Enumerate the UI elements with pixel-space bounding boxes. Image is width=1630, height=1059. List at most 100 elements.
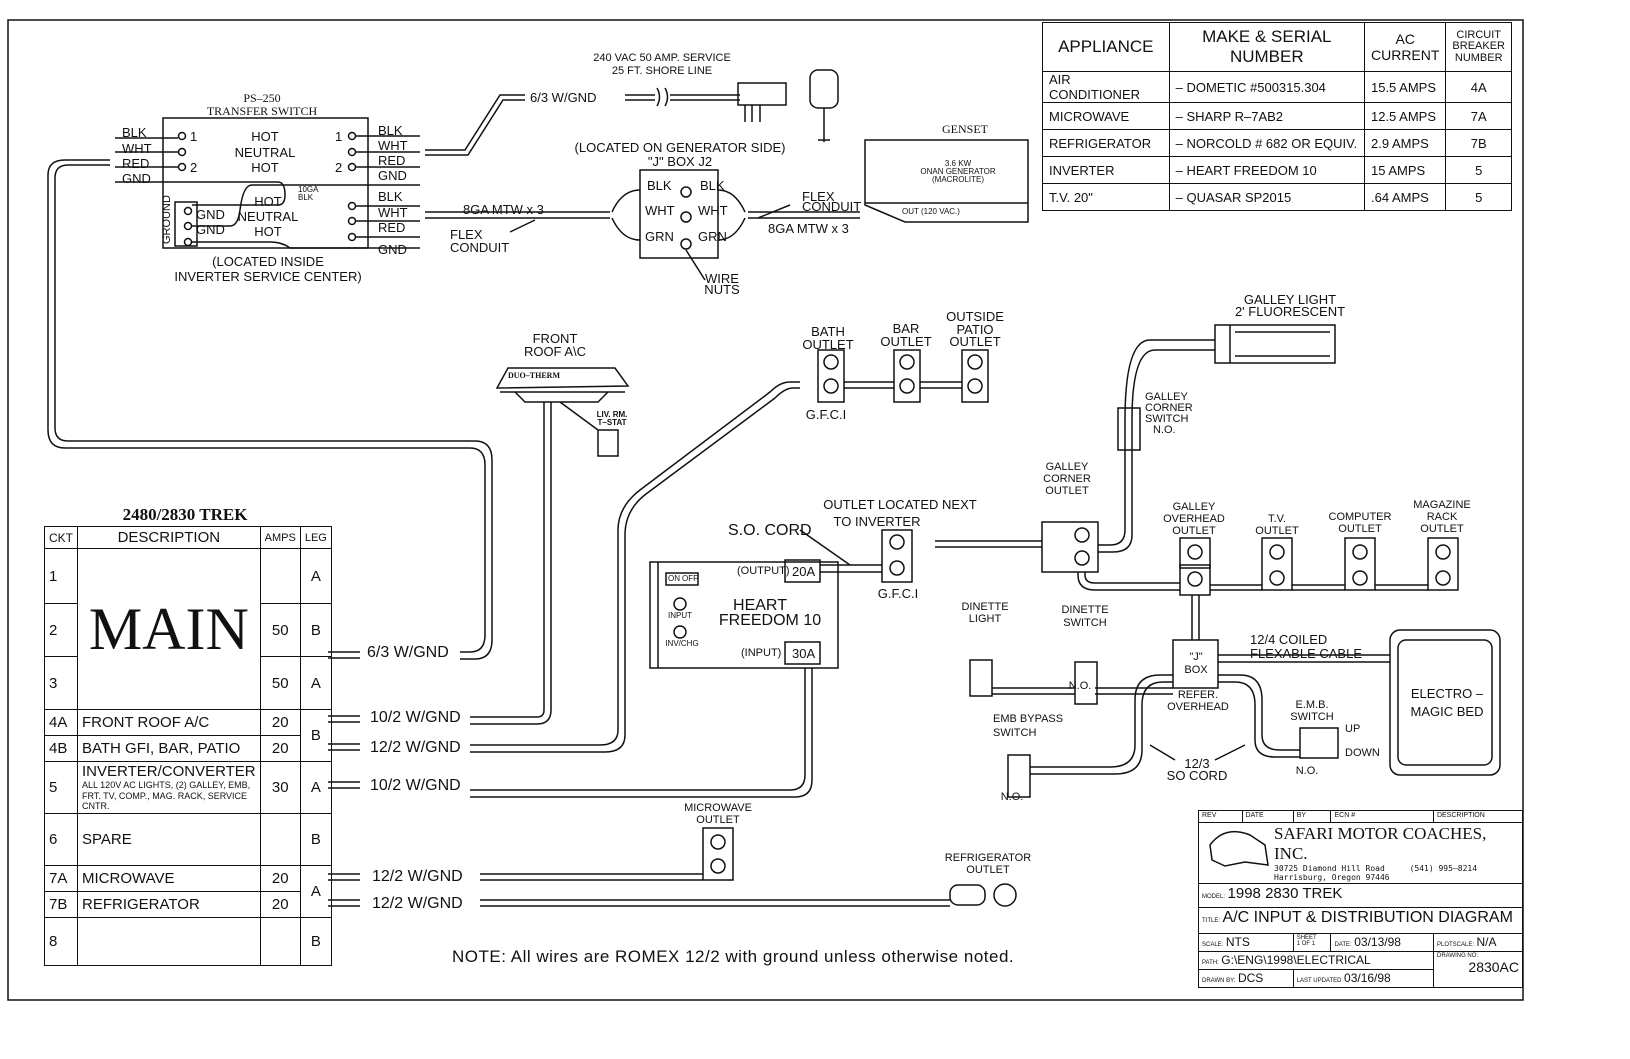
magazine-outlet-label-3: OUTLET [1420,523,1464,535]
bath-outlet-label-1: BATH [811,324,845,339]
jbox-left-blk: BLK [647,178,672,193]
flex-conduit-left [425,211,610,219]
on-label[interactable]: ON [668,574,680,583]
cell-breaker: 5 [1445,183,1512,211]
address-line-2: Harrisburg, Oregon 97446 [1274,873,1390,882]
dinette-switch-label-1: DINETTE [1061,604,1109,616]
flex-left-1: FLEX [450,227,483,242]
wire-label-main: 6/3 W/GND [367,644,449,661]
cell-make: – HEART FREEDOM 10 [1168,156,1365,184]
inverter-outlet-label-1: OUTLET LOCATED NEXT [823,497,977,512]
galley-light-label-1: GALLEY LIGHT [1243,292,1337,307]
top-neutral: NEUTRAL [234,145,296,160]
company-phone: (541) 995–8214 [1409,864,1478,873]
emb-bypass-no: N.O. [1000,791,1024,803]
cell-current: 15.5 AMPS [1363,71,1447,103]
right-red-2: RED [378,220,406,235]
j-box-brackets [611,189,746,241]
refrigerator-outlet-label-2: OUTLET [966,864,1010,876]
cell-desc [77,917,261,966]
break-symbol [656,87,669,107]
cell-ckt: 4B [44,735,78,762]
cell-appliance: MICROWAVE [1042,102,1170,130]
top-hot-1: HOT [251,129,279,144]
panel-header-row: CKT DESCRIPTION AMPS LEG [44,526,332,549]
address-line-1: 30725 Diamond Hill Road [1274,864,1385,873]
cell-desc: SPARE [77,813,261,866]
wire-nuts-1: WIRE [705,271,739,286]
cell-appliance: REFRIGERATOR [1042,129,1170,157]
output-box [784,559,821,583]
location-line-2: INVERTER SERVICE CENTER) [174,269,362,284]
header-appliance: APPLIANCE [1042,22,1170,72]
right-wht-2: WHT [378,205,408,220]
cell-ckt: 7B [44,891,78,918]
gnd-label-1: GND [196,207,225,222]
company-name: SAFARI MOTOR COACHES, INC. [1274,824,1487,863]
date-value: 03/13/98 [1354,935,1401,949]
top-hot-2: HOT [251,160,279,175]
flex-leader-left [509,219,536,233]
cell-ckt: 2 [44,603,78,657]
computer-outlet-label-2: OUTLET [1338,523,1382,535]
galley-light [1214,324,1336,364]
inverter-box [649,561,839,669]
j-box-j2 [639,169,719,259]
emb-down-label: DOWN [1345,747,1380,759]
drawing-no-value: 2830AC [1468,959,1519,975]
cell-make: – SHARP R–7AB2 [1168,102,1365,130]
header-make: MAKE & SERIAL NUMBER [1168,22,1365,72]
pin-2: 2 [190,160,198,175]
wire-8ga-right: 8GA MTW x 3 [768,221,849,236]
galley-overhead-label-2: OVERHEAD [1163,513,1225,525]
so-cord [820,564,882,573]
dinette-switch-no: N.O. [1068,680,1092,692]
main-label: MAIN [77,548,261,710]
description-header: DESCRIPTION [1432,810,1524,823]
invchg-breaker [673,625,687,639]
transfer-switch-title: TRANSFER SWITCH [206,104,318,118]
cell-amps [259,548,301,604]
bath-cable [470,381,800,753]
so-cord-arrows [1149,744,1246,761]
drawn-by-label: DRAWN BY: [1202,978,1236,984]
tv-outlet [1261,537,1293,591]
galley-switch-label-3: SWITCH [1145,413,1189,425]
rev-header: REV [1198,810,1243,823]
roof-ac-unit [495,367,630,403]
cell-leg: B [299,709,332,762]
wire-label-inverter: 10/2 W/GND [370,777,461,794]
panel-title: 2480/2830 TREK [122,505,248,524]
transfer-switch-box [162,117,369,249]
cell-make: – DOMETIC #500315.304 [1168,71,1365,103]
shore-plug-body [737,82,787,106]
cell-breaker: 5 [1445,156,1512,184]
header-breaker: CIRCUIT BREAKER NUMBER [1445,22,1512,72]
input-breaker [673,597,687,611]
emb-switch [1299,727,1339,759]
cell-current: 12.5 AMPS [1363,102,1447,130]
title-row: TITLE: A/C INPUT & DISTRIBUTION DIAGRAM [1198,907,1523,934]
cell-current: .64 AMPS [1363,183,1447,211]
cell-desc: MICROWAVE [77,865,261,892]
coiled-cable-label-1: 12/4 COILED [1250,632,1328,647]
microwave-outlet [702,827,734,881]
title-value: A/C INPUT & DISTRIBUTION DIAGRAM [1222,909,1513,926]
model-row: MODEL: 1998 2830 TREK [1198,883,1523,908]
plotscale-label: PLOTSCALE: [1436,942,1474,948]
magazine-outlet-label-2: RACK [1426,511,1458,523]
appliance-header-row: APPLIANCE MAKE & SERIAL NUMBER AC CURREN… [1042,22,1512,72]
cell-leg: A [299,548,332,604]
refrigerator-cable [480,899,950,907]
off-label[interactable]: OFF [682,574,698,583]
pin-2-right: 2 [335,160,343,175]
galley-overhead-label-1: GALLEY [1172,501,1216,513]
genset-out: OUT (120 VAC.) [902,207,960,216]
gfci-label: G.F.C.I [805,407,847,422]
inverter-sub-desc: ALL 120V AC LIGHTS, (2) GALLEY, EMB, FRT… [82,779,251,812]
